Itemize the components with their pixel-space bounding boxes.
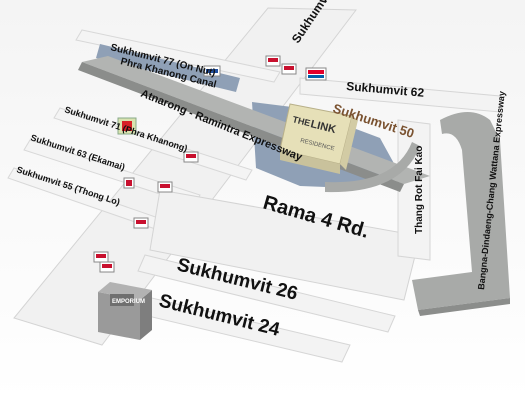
bangna-expressway	[412, 112, 510, 310]
soi-77-road	[75, 29, 281, 83]
bts-station-icon	[133, 217, 149, 229]
sukhumvit-26-road	[137, 254, 396, 333]
emporium-label: EMPORIUM	[112, 299, 145, 305]
the-link-logo-line1: THE	[292, 114, 312, 128]
expressway-ramp	[325, 142, 420, 193]
tesco-lotus-icon	[305, 67, 327, 81]
rama-4-road	[149, 189, 421, 301]
bts-station-icon	[281, 63, 297, 75]
bts-station-icon	[93, 251, 109, 263]
emporium-icon	[110, 294, 134, 306]
bts-station-icon	[265, 55, 281, 67]
bts-station-icon	[183, 151, 199, 163]
phra-khanong-canal	[96, 44, 240, 92]
bigc-icon	[117, 117, 137, 135]
bangna-expressway-edge	[418, 298, 510, 316]
bts-station-icon	[123, 177, 135, 189]
carrefour-icon	[203, 65, 221, 77]
thang-rot-fai-kao-label: Thang Rot Fai Kao	[414, 146, 425, 234]
soi-71-road	[53, 107, 253, 181]
bts-station-icon	[157, 181, 173, 193]
emporium-building-side	[140, 290, 152, 340]
emporium-building-top	[98, 282, 152, 300]
the-link-building-face	[340, 116, 358, 170]
sukhumvit-62-label: Sukhumvit 62	[346, 79, 425, 100]
bts-station-icon	[99, 261, 115, 273]
the-link-building-side	[280, 150, 340, 174]
sukhumvit-62-road	[299, 77, 501, 113]
